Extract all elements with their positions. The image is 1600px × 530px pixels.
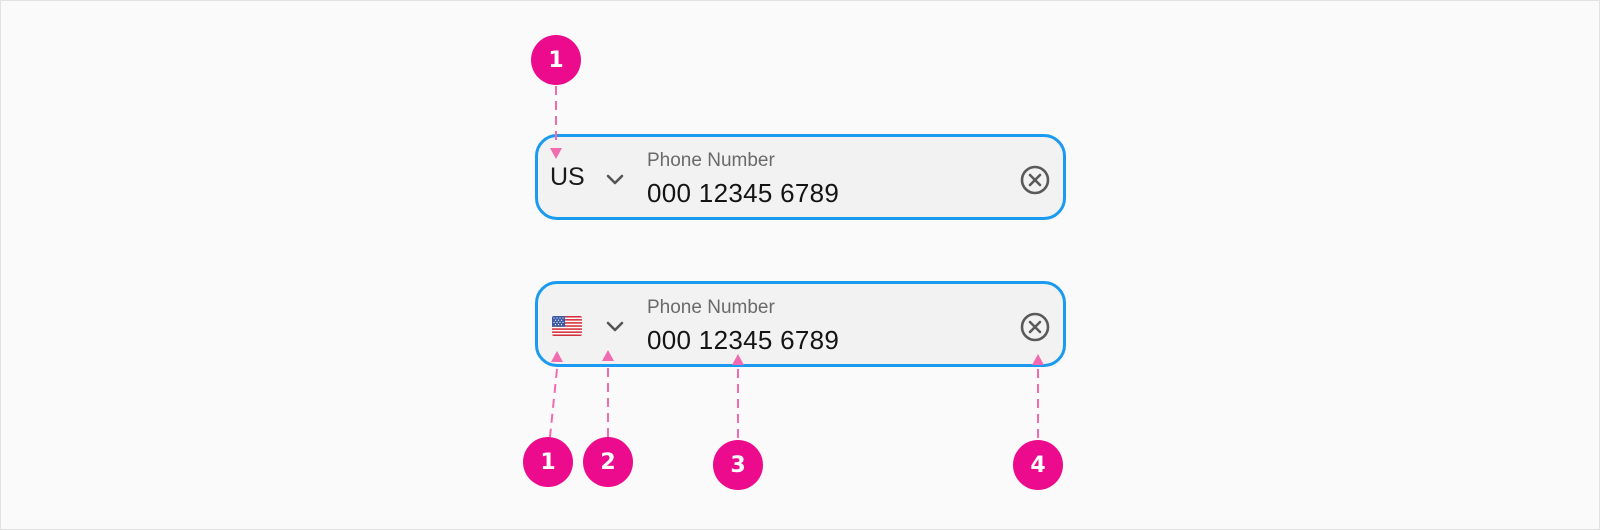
callout-badge-bottom-1: 1 — [523, 437, 573, 487]
phone-number-label: Phone Number — [647, 150, 775, 171]
phone-number-input[interactable]: 000 12345 6789 — [647, 178, 840, 208]
callout-badge-bottom-3: 3 — [713, 440, 763, 490]
chevron-down-icon[interactable] — [602, 167, 628, 193]
phone-number-input[interactable]: 000 12345 6789 — [647, 325, 840, 355]
country-code-label[interactable]: US — [550, 163, 585, 191]
clear-circle-x-icon[interactable] — [1019, 164, 1051, 196]
phone-field-flag[interactable]: Phone Number 000 12345 6789 — [535, 281, 1066, 367]
phone-number-label: Phone Number — [647, 297, 775, 318]
chevron-down-icon[interactable] — [602, 314, 628, 340]
clear-circle-x-icon[interactable] — [1019, 311, 1051, 343]
callout-badge-top-1: 1 — [531, 35, 581, 85]
us-flag-icon[interactable] — [552, 316, 582, 336]
callout-badge-bottom-4: 4 — [1013, 440, 1063, 490]
phone-field-country-code[interactable]: US Phone Number 000 12345 6789 — [535, 134, 1066, 220]
callout-badge-bottom-2: 2 — [583, 437, 633, 487]
